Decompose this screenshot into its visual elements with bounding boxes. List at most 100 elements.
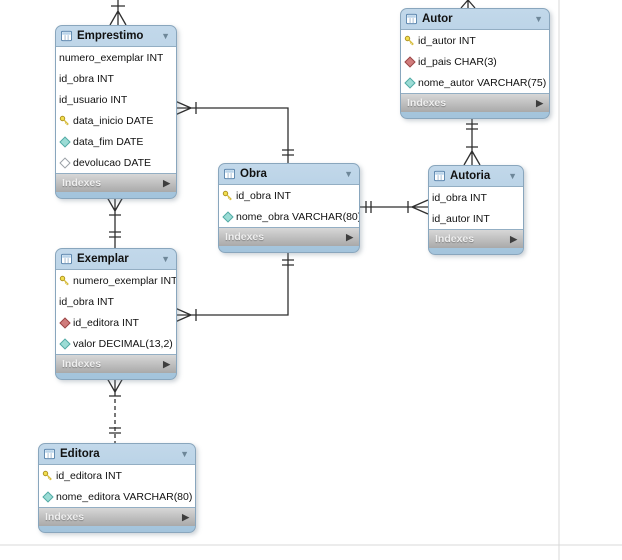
column-row[interactable]: id_obra INT bbox=[56, 291, 176, 312]
table-icon bbox=[406, 13, 417, 25]
indexes-label: Indexes bbox=[45, 511, 85, 523]
collapse-arrow-icon[interactable]: ▼ bbox=[508, 170, 517, 181]
table-icon bbox=[61, 253, 72, 265]
attribute-icon bbox=[58, 337, 71, 350]
rel-autor-autoria-line[interactable] bbox=[463, 117, 481, 166]
column-label: devolucao DATE bbox=[73, 156, 152, 169]
indexes-footer[interactable]: Indexes ▶ bbox=[56, 174, 176, 192]
indexes-footer[interactable]: Indexes ▶ bbox=[429, 230, 523, 248]
primary-key-icon bbox=[42, 470, 53, 481]
column-label: numero_exemplar INT bbox=[59, 51, 164, 64]
indexes-footer[interactable]: Indexes ▶ bbox=[401, 94, 549, 112]
table-header[interactable]: Emprestimo ▼ bbox=[56, 26, 176, 46]
column-row[interactable]: nome_autor VARCHAR(75) bbox=[401, 72, 549, 93]
table-header[interactable]: Editora ▼ bbox=[39, 444, 195, 464]
indexes-label: Indexes bbox=[62, 177, 102, 189]
column-label: id_usuario INT bbox=[59, 93, 128, 106]
foreign-key-icon bbox=[58, 316, 71, 329]
collapse-arrow-icon[interactable]: ▼ bbox=[534, 13, 543, 24]
table-autor[interactable]: Autor ▼ id_autor INT id_pais CHAR(3) nom… bbox=[400, 8, 550, 119]
attribute-icon bbox=[41, 490, 54, 503]
rel-emprestimo-obra-line[interactable] bbox=[174, 100, 294, 163]
column-row[interactable]: valor DECIMAL(13,2) bbox=[56, 333, 176, 354]
column-row[interactable]: id_obra INT bbox=[429, 187, 523, 208]
primary-key-icon bbox=[59, 115, 70, 126]
table-header[interactable]: Autoria ▼ bbox=[429, 166, 523, 186]
attribute-icon bbox=[221, 210, 234, 223]
column-label: id_obra INT bbox=[59, 72, 114, 85]
column-label: id_editora INT bbox=[73, 316, 139, 329]
column-label: nome_editora VARCHAR(80) bbox=[56, 490, 193, 503]
rel-obra-autoria-line[interactable] bbox=[358, 199, 429, 215]
column-row[interactable]: nome_obra VARCHAR(80) bbox=[219, 206, 359, 227]
column-row[interactable]: id_usuario INT bbox=[56, 89, 176, 110]
table-title: Editora bbox=[60, 448, 100, 460]
table-title: Emprestimo bbox=[77, 30, 144, 42]
table-header[interactable]: Autor ▼ bbox=[401, 9, 549, 29]
collapse-arrow-icon[interactable]: ▼ bbox=[344, 168, 353, 179]
column-row[interactable]: data_inicio DATE bbox=[56, 110, 176, 131]
column-list: id_obra INT id_autor INT bbox=[429, 186, 523, 230]
column-row[interactable]: id_autor INT bbox=[401, 30, 549, 51]
collapse-arrow-icon[interactable]: ▼ bbox=[161, 30, 170, 41]
attribute-icon bbox=[58, 135, 71, 148]
table-exemplar[interactable]: Exemplar ▼ numero_exemplar INT id_obra I… bbox=[55, 248, 177, 380]
column-label: id_obra INT bbox=[236, 189, 291, 202]
indexes-footer[interactable]: Indexes ▶ bbox=[219, 228, 359, 246]
table-autoria[interactable]: Autoria ▼ id_obra INT id_autor INT Index… bbox=[428, 165, 524, 255]
column-label: data_fim DATE bbox=[73, 135, 144, 148]
foreign-key-icon bbox=[403, 55, 416, 68]
primary-key-icon bbox=[404, 35, 415, 46]
column-label: id_autor INT bbox=[432, 212, 490, 225]
column-label: nome_autor VARCHAR(75) bbox=[418, 76, 547, 89]
table-editora[interactable]: Editora ▼ id_editora INT nome_editora VA… bbox=[38, 443, 196, 533]
expand-arrow-icon: ▶ bbox=[346, 231, 353, 242]
column-row[interactable]: id_autor INT bbox=[429, 208, 523, 229]
column-label: id_editora INT bbox=[56, 469, 122, 482]
table-title: Autoria bbox=[450, 170, 491, 182]
table-icon bbox=[61, 30, 72, 42]
expand-arrow-icon: ▶ bbox=[182, 511, 189, 522]
table-bottom-strip bbox=[56, 192, 176, 198]
collapse-arrow-icon[interactable]: ▼ bbox=[161, 253, 170, 264]
column-label: valor DECIMAL(13,2) bbox=[73, 337, 173, 350]
column-row[interactable]: id_obra INT bbox=[219, 185, 359, 206]
rel-editora-exemplar-line[interactable] bbox=[106, 377, 124, 443]
rel-exemplar-emprestimo-line[interactable] bbox=[106, 196, 124, 248]
indexes-label: Indexes bbox=[435, 233, 475, 245]
column-row[interactable]: data_fim DATE bbox=[56, 131, 176, 152]
column-row[interactable]: numero_exemplar INT bbox=[56, 270, 176, 291]
rel-exemplar-obra-line[interactable] bbox=[174, 251, 294, 323]
table-title: Autor bbox=[422, 13, 453, 25]
table-bottom-strip bbox=[401, 112, 549, 118]
column-row[interactable]: id_pais CHAR(3) bbox=[401, 51, 549, 72]
column-row[interactable]: id_obra INT bbox=[56, 68, 176, 89]
column-label: id_pais CHAR(3) bbox=[418, 55, 497, 68]
column-list: id_obra INT nome_obra VARCHAR(80) bbox=[219, 184, 359, 228]
indexes-footer[interactable]: Indexes ▶ bbox=[56, 355, 176, 373]
column-row[interactable]: devolucao DATE bbox=[56, 152, 176, 173]
column-list: numero_exemplar INT id_obra INT id_edito… bbox=[56, 269, 176, 355]
table-obra[interactable]: Obra ▼ id_obra INT nome_obra VARCHAR(80)… bbox=[218, 163, 360, 253]
rel-pais-autor-line[interactable] bbox=[460, 0, 476, 9]
expand-arrow-icon: ▶ bbox=[536, 97, 543, 108]
rel-usuario-emprestimo-line[interactable] bbox=[109, 0, 127, 26]
attribute-icon bbox=[403, 76, 416, 89]
table-header[interactable]: Obra ▼ bbox=[219, 164, 359, 184]
column-row[interactable]: id_editora INT bbox=[39, 465, 195, 486]
collapse-arrow-icon[interactable]: ▼ bbox=[180, 448, 189, 459]
table-emprestimo[interactable]: Emprestimo ▼ numero_exemplar INT id_obra… bbox=[55, 25, 177, 199]
expand-arrow-icon: ▶ bbox=[163, 358, 170, 369]
table-title: Obra bbox=[240, 168, 267, 180]
table-icon bbox=[434, 170, 445, 182]
column-label: id_obra INT bbox=[432, 191, 487, 204]
column-row[interactable]: numero_exemplar INT bbox=[56, 47, 176, 68]
table-header[interactable]: Exemplar ▼ bbox=[56, 249, 176, 269]
indexes-label: Indexes bbox=[62, 358, 102, 370]
table-title: Exemplar bbox=[77, 253, 129, 265]
column-list: id_editora INT nome_editora VARCHAR(80) bbox=[39, 464, 195, 508]
column-row[interactable]: nome_editora VARCHAR(80) bbox=[39, 486, 195, 507]
indexes-footer[interactable]: Indexes ▶ bbox=[39, 508, 195, 526]
column-row[interactable]: id_editora INT bbox=[56, 312, 176, 333]
